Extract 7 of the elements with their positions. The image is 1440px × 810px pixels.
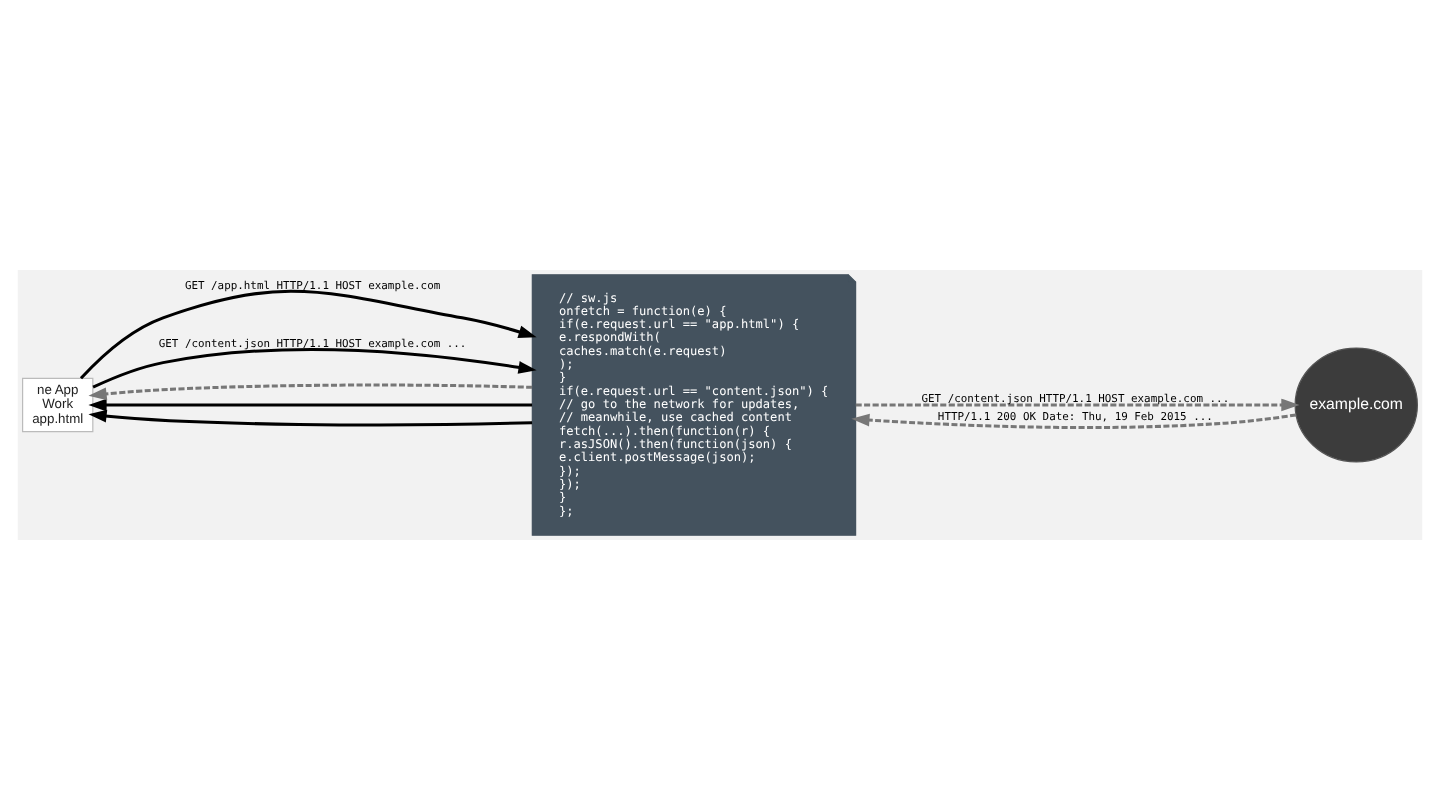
arrow [92, 348, 537, 389]
arrow [851, 413, 1297, 429]
arrow [79, 289, 537, 380]
arrow [88, 409, 533, 427]
arrow [88, 383, 533, 401]
arrow [88, 398, 533, 412]
arrow [855, 398, 1300, 412]
